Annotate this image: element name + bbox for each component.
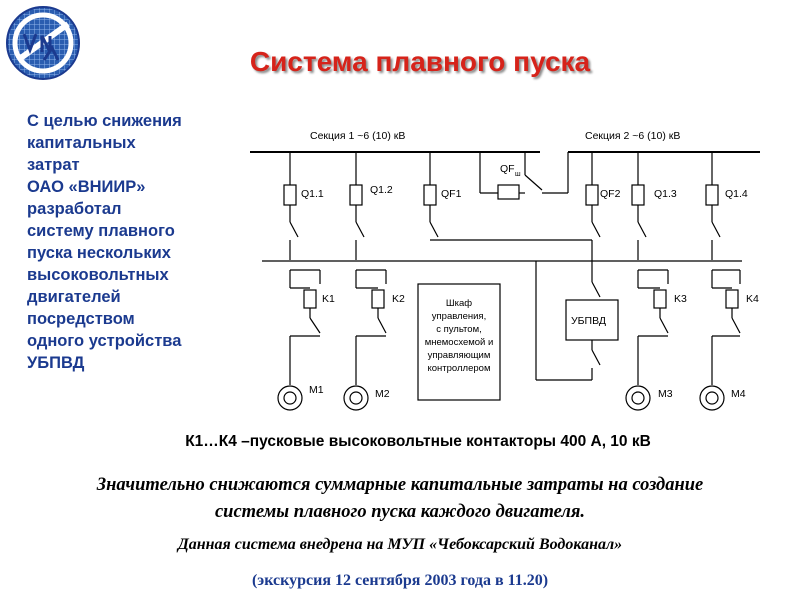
intro-line: затрат [27, 156, 80, 174]
section-1-label: Секция 1 ~6 (10) кВ [310, 130, 405, 142]
breaker-q13-label: Q1.3 [654, 188, 677, 200]
excursion-note: (экскурсия 12 сентября 2003 года в 11.20… [251, 572, 549, 589]
contactor-k2-label: K2 [392, 293, 405, 305]
intro-line: высоковольтных [27, 266, 169, 284]
section-2-label: Секция 2 ~6 (10) кВ [585, 130, 680, 142]
breaker-qf1-label: QF1 [441, 188, 462, 200]
breaker-q12-label: Q1.2 [370, 184, 393, 196]
feeder-m4 [699, 152, 741, 411]
vniir-logo [6, 6, 80, 80]
motor-m3-label: M3 [658, 388, 673, 400]
cabinet-text: мнемосхемой и [425, 337, 494, 348]
intro-line: двигателей [27, 288, 121, 306]
cabinet-text: управления, [432, 311, 486, 322]
feeder-m3 [625, 152, 669, 411]
cabinet-text: с пультом, [436, 324, 482, 335]
ubpvd-label: УБПВД [571, 315, 606, 327]
breaker-qf2-label: QF2 [600, 188, 621, 200]
contactor-caption: К1…К4 –пусковые высоковольтные контактор… [185, 433, 651, 450]
intro-line: одного устройства [27, 332, 182, 350]
intro-line: капитальных [27, 134, 136, 152]
feeder-m1 [277, 152, 321, 411]
summary-line: системы плавного пуска каждого двигателя… [214, 502, 586, 522]
feeder-qf2 [535, 152, 601, 381]
page-title: Система плавного пуска [249, 46, 591, 77]
intro-line: пуска нескольких [27, 244, 171, 262]
intro-line: разработал [27, 200, 122, 218]
contactor-k1-label: K1 [322, 293, 335, 305]
soft-start-diagram: Секция 1 ~6 (10) кВ Секция 2 ~6 (10) кВ … [250, 130, 760, 411]
feeder-m2 [343, 152, 387, 411]
deployment-note: Данная система внедрена на МУП «Чебоксар… [177, 536, 623, 553]
intro-line: посредством [27, 310, 135, 328]
motor-m4-label: M4 [731, 388, 746, 400]
control-cabinet-box [417, 283, 501, 401]
breaker-q11-label: Q1.1 [301, 188, 324, 200]
cabinet-text: управляющим [428, 350, 491, 361]
intro-line: УБПВД [27, 354, 85, 372]
tie-breaker-sub: ш [515, 171, 521, 178]
motor-m1-label: M1 [309, 384, 324, 396]
tie-breaker-label: QF [500, 163, 515, 175]
tie-breaker-qf [479, 152, 569, 200]
contactor-k3-label: K3 [674, 293, 687, 305]
cabinet-text: контроллером [428, 363, 491, 374]
summary-line: Значительно снижаются суммарные капиталь… [96, 475, 704, 495]
contactor-k4-label: K4 [746, 293, 759, 305]
feeder-qf1 [423, 152, 592, 241]
intro-text: С целью снижения капитальных затрат ОАО … [27, 110, 242, 374]
cabinet-text: Шкаф [446, 298, 472, 309]
intro-line: систему плавного [27, 222, 175, 240]
intro-line: ОАО «ВНИИР» [27, 178, 146, 196]
ubpvd-box [565, 299, 619, 341]
motor-m2-label: M2 [375, 388, 390, 400]
summary-text: Значительно снижаются суммарные капиталь… [0, 472, 800, 526]
breaker-q14-label: Q1.4 [725, 188, 748, 200]
intro-line: С целью снижения [27, 112, 182, 130]
